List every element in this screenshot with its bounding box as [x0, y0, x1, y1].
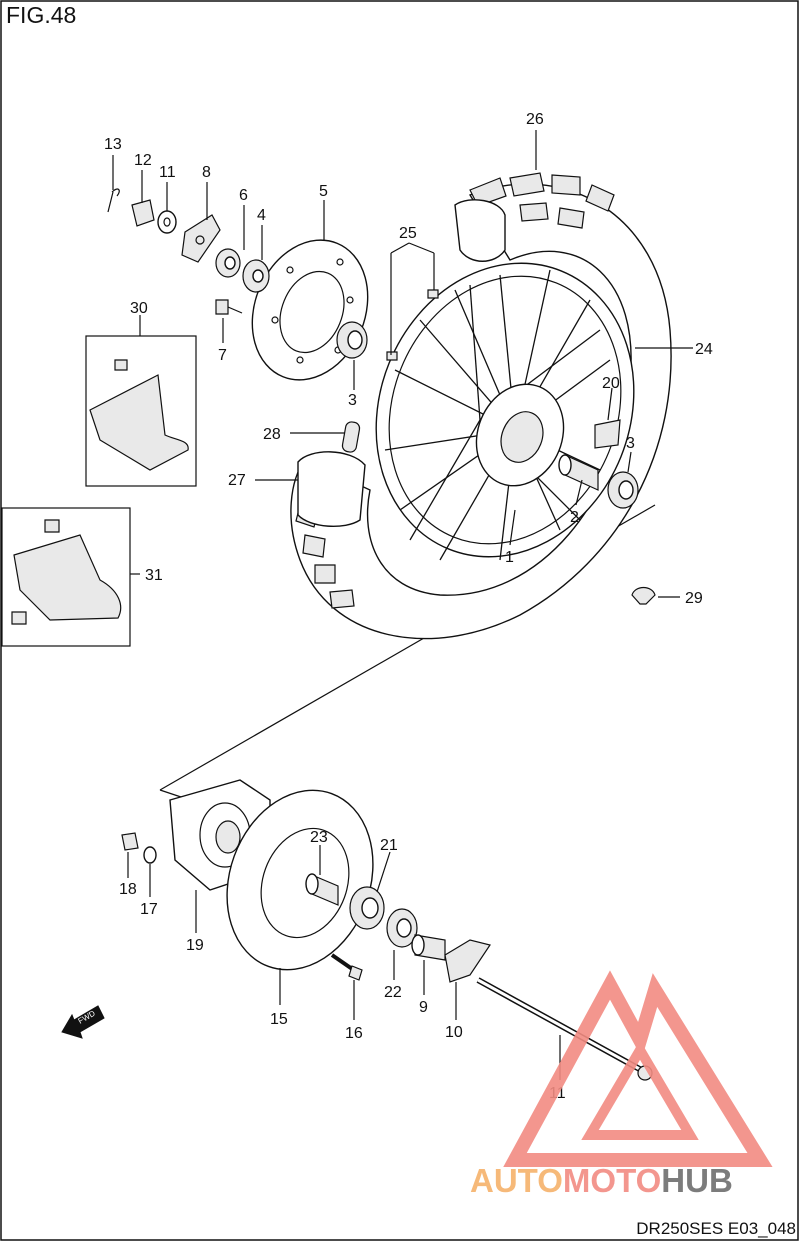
callout-2: 2 — [570, 509, 579, 526]
callout-14: 13 — [104, 136, 122, 153]
callout-13: 12 — [134, 152, 152, 169]
wheel-spacer — [558, 454, 599, 491]
watermark-triangle-icon — [503, 970, 773, 1167]
inner-tube — [454, 199, 506, 262]
oil-seal-22 — [386, 908, 418, 948]
rim-band — [297, 451, 366, 528]
rear-wheel-assembly — [290, 172, 672, 640]
callout-29: 29 — [685, 590, 703, 607]
fwd-arrow-icon: FWD — [61, 1005, 105, 1039]
callout-26: 26 — [526, 111, 544, 128]
watermark-logo: AUTOMOTOHUB — [470, 970, 773, 1199]
drawing-code: DR250SES E03_048 — [636, 1219, 796, 1238]
callout-24: 24 — [695, 341, 713, 358]
callout-5: 5 — [319, 183, 328, 200]
callout-25: 25 — [399, 225, 417, 242]
axle-nut-castle — [131, 199, 155, 227]
watermark-text-hub: HUB — [661, 1162, 733, 1199]
chain-adjuster-right — [444, 939, 491, 983]
callout-28: 28 — [263, 426, 281, 443]
callout-19: 19 — [186, 937, 204, 954]
dust-seal — [594, 419, 621, 449]
spacer-8 — [411, 934, 446, 961]
callout-16: 16 — [345, 1025, 363, 1042]
callout-8: 9 — [419, 999, 428, 1016]
callout-1: 1 — [505, 549, 514, 566]
hub-center — [500, 411, 544, 463]
callout-10: 10 — [445, 1024, 463, 1041]
callout-20: 20 — [602, 375, 620, 392]
valve-cap-29 — [631, 586, 656, 605]
watermark-text-auto: AUTO — [470, 1162, 563, 1199]
callout-23: 23 — [310, 829, 328, 846]
drum-bearing-23 — [305, 873, 339, 906]
washer-12 — [157, 210, 177, 234]
leader-lines — [112, 130, 693, 1080]
wheel-bearing-right — [607, 471, 639, 509]
callout-3-left: 3 — [348, 392, 357, 409]
tube-valve — [341, 421, 361, 453]
callout-4: 4 — [257, 207, 266, 224]
cotter-pin — [107, 188, 120, 213]
callout-labels: 13 12 11 8 6 4 5 7 3 30 26 25 24 20 3 2 … — [104, 111, 713, 1102]
callout-3-right: 3 — [626, 435, 635, 452]
callout-15: 15 — [270, 1011, 288, 1028]
callout-21: 21 — [380, 837, 398, 854]
disc-bolt — [215, 299, 243, 315]
callout-6: 7 — [218, 347, 227, 364]
inset-box-31 — [1, 507, 131, 647]
wheel-bearing-left — [336, 321, 368, 359]
callout-12: 11 — [159, 164, 176, 181]
bearing-21 — [349, 886, 385, 930]
watermark-inner-triangle-icon — [581, 1040, 699, 1140]
sprocket-nut — [121, 832, 139, 851]
callout-7: 6 — [239, 187, 248, 204]
sprocket-bolt — [330, 953, 363, 981]
chain-adjuster-left — [181, 214, 221, 263]
watermark-text: AUTOMOTOHUB — [470, 1162, 733, 1199]
rim-lock-parts — [386, 289, 439, 361]
figure-title: FIG.48 — [6, 2, 77, 28]
inset-box-30 — [85, 335, 197, 487]
sprocket-washer — [143, 846, 157, 864]
collar-7 — [215, 248, 241, 278]
callout-17: 17 — [140, 901, 158, 918]
callout-31: 31 — [145, 567, 163, 584]
brake-disc — [251, 239, 369, 381]
callout-9: 8 — [202, 164, 211, 181]
callout-18: 18 — [119, 881, 137, 898]
watermark-text-moto: MOTO — [563, 1162, 661, 1199]
callout-22: 22 — [384, 984, 402, 1001]
callout-30: 30 — [130, 300, 148, 317]
callout-27: 27 — [228, 472, 246, 489]
spacer-4 — [242, 259, 270, 293]
